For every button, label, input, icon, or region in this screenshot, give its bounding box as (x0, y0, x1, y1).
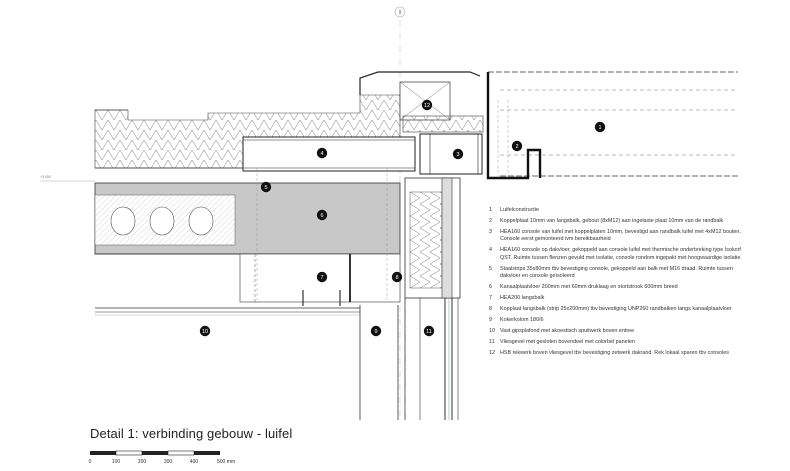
drawing-title: Detail 1: verbinding gebouw - luifel (90, 426, 293, 441)
callout-marker (316, 271, 328, 283)
level-label: +3,000 (40, 175, 51, 179)
scale-label: 400 (189, 459, 199, 465)
legend-text: Staalstrips 35x80mm tbv bevestiging cons… (500, 265, 733, 280)
legend-text: HEA160 console op dakvloer, gekoppeld aa… (500, 247, 741, 261)
legend-num: 10 (489, 327, 495, 334)
legend-text: HEA160 console van luifel met koppelplat… (500, 228, 741, 243)
console-hea160-roof (242, 136, 416, 172)
legend-item: 5 Staalstrips 35x80mm tbv bevestiging con… (489, 266, 744, 281)
gypsum-ceiling (95, 307, 360, 316)
callout-number: 5 (264, 185, 267, 191)
scale-label: 100 (111, 459, 121, 465)
slab-core (188, 206, 214, 236)
callout-marker (594, 121, 606, 133)
legend-item: 1 Luifelconstructie (489, 207, 744, 215)
callout-marker (452, 148, 464, 160)
legend-item: 4 HEA160 console op dakvloer, gekoppeld a… (489, 247, 744, 262)
hollow-core-slab (94, 182, 401, 255)
legend-item: 11 Vliesgevel met gesloten bovendeel met … (489, 339, 744, 347)
callout-number: 4 (320, 151, 323, 157)
legend-text: HSB rekwerk boven vliesgevel tbv bevesti… (500, 349, 729, 356)
legend-num: 8 (489, 306, 492, 313)
callout-marker (421, 99, 433, 111)
legend-num: 1 (489, 207, 492, 213)
callout-number: 8 (395, 275, 398, 281)
callout-marker (316, 209, 328, 221)
legend-text: Vliesgevel met gesloten bovendeel met co… (500, 338, 635, 345)
legend-text: Luifelconstructie (500, 207, 539, 213)
legend-item: 8 Kopplaat langsbalk (strip 25x200mm) tbv… (489, 306, 744, 314)
legend-text: HEA200 langsbalk (500, 295, 545, 302)
legend-text: Kopplaat langsbalk (strip 25x200mm) tbv … (500, 306, 732, 313)
level-marker: +3,000 (40, 175, 95, 182)
callout-marker (423, 325, 435, 337)
console-hea160-luifel (419, 133, 483, 175)
legend-num: 12 (489, 349, 495, 356)
slab-core (149, 206, 175, 236)
legend-num: 2 (489, 217, 492, 224)
legend-num: 3 (489, 228, 492, 235)
legend-num: 7 (489, 295, 492, 302)
callout-number: 12 (424, 103, 430, 109)
legend-text: Vast gipsplafond met akoestisch spuitwer… (500, 327, 635, 334)
scale-label: 0 (88, 459, 92, 465)
callout-marker (370, 325, 382, 337)
callout-number: 2 (515, 144, 518, 150)
roof-edge-flashing (359, 71, 484, 133)
callout-number: 10 (202, 329, 208, 335)
legend-num: 4 (489, 247, 492, 254)
tie-rods (256, 100, 509, 300)
legend-item: 6 Kanaalplaatvloer 200mm met 60mm druklaa… (489, 284, 744, 292)
legend-text: Kokerkolom 180/6 (500, 316, 544, 323)
grid-marker: 9 (394, 6, 406, 18)
callout-marker (391, 271, 403, 283)
canopy-structure (486, 71, 738, 180)
scale-label: 300 (163, 459, 173, 465)
callout-marker (316, 147, 328, 159)
legend-item: 2 Koppelplaat 10mm van langsbalk, gebout … (489, 218, 744, 226)
legend-num: 9 (489, 316, 492, 323)
callout-marker (199, 325, 211, 337)
legend-item: 9 Kokerkolom 180/6 (489, 317, 744, 325)
slab-core (110, 206, 136, 236)
grid-marker-label: 9 (399, 10, 402, 16)
callout-number: 1 (598, 125, 601, 131)
legend-item: 10 Vast gipsplafond met akoestisch spuitw… (489, 328, 744, 336)
callout-number: 3 (456, 152, 459, 158)
callout-number: 7 (320, 275, 323, 281)
legend-item: 12 HSB rekwerk boven vliesgevel tbv beves… (489, 350, 744, 358)
curtain-wall (404, 177, 461, 420)
legend-num: 11 (489, 338, 495, 345)
legend-item: 7 HEA200 langsbalk (489, 295, 744, 303)
legend-num: 5 (489, 265, 492, 272)
legend-text: Koppelplaat 10mm van langsbalk, gebout (… (500, 217, 724, 224)
callout-marker (511, 140, 523, 152)
scale-label: 500 mm (216, 459, 236, 465)
callout-number: 9 (374, 329, 377, 335)
scale-bar-labels: 0 100 200 300 400 500 mm (88, 459, 250, 467)
legend: 1 Luifelconstructie 2 Koppelplaat 10mm van… (489, 207, 744, 360)
scale-bar (90, 450, 220, 456)
legend-num: 6 (489, 284, 492, 291)
callout-marker (260, 181, 272, 193)
box-column (359, 305, 399, 420)
legend-item: 3 HEA160 console van luifel met koppelpla… (489, 229, 744, 244)
callout-number: 11 (426, 329, 432, 335)
legend-text: Kanaalplaatvloer 200mm met 60mm druklaag… (500, 284, 678, 291)
scale-label: 200 (137, 459, 147, 465)
callout-number: 6 (320, 213, 323, 219)
